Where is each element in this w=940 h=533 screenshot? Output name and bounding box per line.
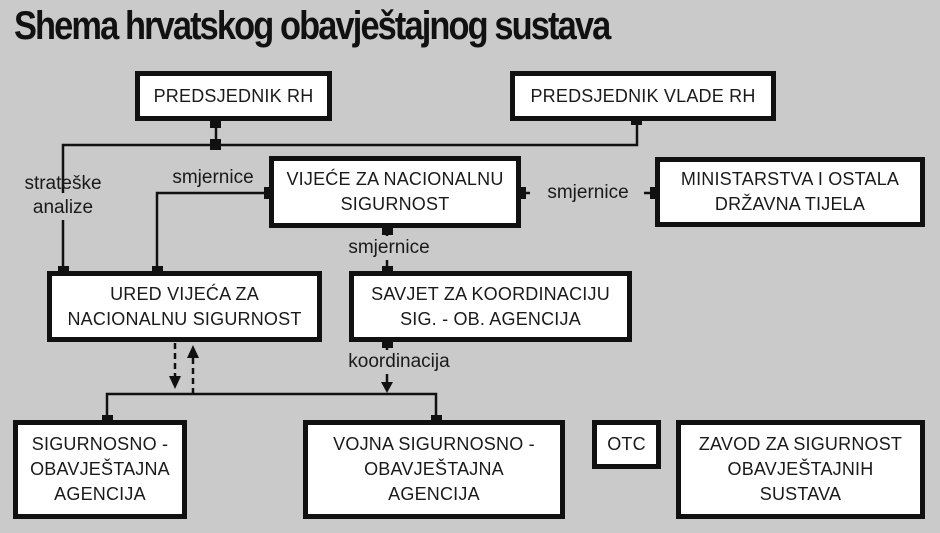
- node-predsjednik-rh: PREDSJEDNIK RH: [135, 71, 332, 121]
- node-label: PREDSJEDNIK RH: [153, 85, 314, 106]
- edge-label-smjernice-ministarstva: smjernice: [547, 182, 629, 203]
- edge-label-koordinacija: koordinacija: [348, 351, 450, 372]
- edge-label-smjernice-savjet: smjernice: [348, 237, 430, 258]
- node-label: VOJNA SIGURNOSNO - OBAVJEŠTAJNA AGENCIJA: [333, 434, 535, 504]
- node-label: ZAVOD ZA SIGURNOST OBAVJEŠTAJNIH SUSTAVA: [698, 434, 903, 504]
- node-label: OTC: [607, 434, 646, 454]
- diagram-title: Shema hrvatskog obavještajnog sustava: [14, 4, 611, 48]
- node-zavod: ZAVOD ZA SIGURNOST OBAVJEŠTAJNIH SUSTAVA: [676, 420, 925, 519]
- node-vijece-za-nacionalnu-sigurnost: VIJEĆE ZA NACIONALNU SIGURNOST: [269, 156, 521, 228]
- node-label: URED VIJEĆA ZA NACIONALNU SIGURNOST: [67, 283, 302, 329]
- node-savjet-za-koordinaciju: SAVJET ZA KOORDINACIJU SIG. - OB. AGENCI…: [349, 271, 632, 342]
- node-label: MINISTARSTVA I OSTALA DRŽAVNA TIJELA: [680, 169, 900, 214]
- node-vsoa: VOJNA SIGURNOSNO - OBAVJEŠTAJNA AGENCIJA: [303, 420, 565, 519]
- node-otc: OTC: [592, 420, 661, 469]
- node-label: VIJEĆE ZA NACIONALNU SIGURNOST: [286, 169, 504, 214]
- node-ured-vijeca: URED VIJEĆA ZA NACIONALNU SIGURNOST: [47, 271, 322, 342]
- node-label: PREDSJEDNIK VLADE RH: [530, 85, 756, 106]
- node-soa: SIGURNOSNO - OBAVJEŠTAJNA AGENCIJA: [13, 420, 187, 519]
- edge-label-strateske-analize: strateške analize: [24, 173, 102, 218]
- node-ministarstva: MINISTARSTVA I OSTALA DRŽAVNA TIJELA: [655, 157, 925, 227]
- node-label: SIGURNOSNO - OBAVJEŠTAJNA AGENCIJA: [30, 434, 170, 504]
- edge-label-smjernice-ured: smjernice: [172, 167, 254, 188]
- node-label: SAVJET ZA KOORDINACIJU SIG. - OB. AGENCI…: [371, 283, 610, 329]
- node-predsjednik-vlade-rh: PREDSJEDNIK VLADE RH: [510, 71, 776, 121]
